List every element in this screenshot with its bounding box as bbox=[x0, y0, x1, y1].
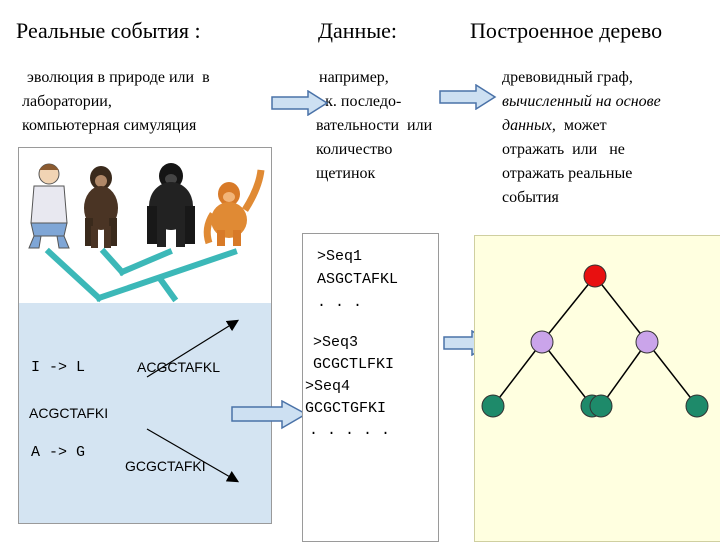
col1-line-3: компьютерная симуляция bbox=[22, 117, 197, 134]
species-illustration bbox=[28, 163, 265, 303]
inner-node-right bbox=[635, 330, 659, 354]
header-data: Данные: bbox=[318, 18, 397, 43]
col3-line-4: отражать или не bbox=[502, 141, 625, 158]
seq-line-4: >Seq3 bbox=[313, 334, 359, 351]
col3-line-1: древовидный граф, bbox=[502, 69, 633, 86]
phylogeny-branches bbox=[44, 247, 238, 303]
arrow-data-to-tree bbox=[439, 84, 497, 110]
col3-line-5: отражать реальные bbox=[502, 165, 633, 182]
seq-gcgctafki: GCGCTAFKI bbox=[125, 458, 206, 474]
col1-line-2: лаборатории, bbox=[22, 93, 112, 110]
col2-line-4: количество bbox=[316, 141, 393, 158]
seq-line-7: GCGCTGFKI bbox=[305, 400, 387, 417]
sequence-evolution-area bbox=[19, 303, 271, 523]
real-events-panel: I -> L ACGCTAFKL ACGCTAFKI A -> G GCGCTA… bbox=[18, 147, 272, 524]
binary-tree-diagram bbox=[481, 264, 709, 418]
human-figure-icon bbox=[28, 163, 70, 249]
chimpanzee-icon bbox=[84, 166, 118, 248]
col3-line-3-rest: , может bbox=[551, 117, 607, 134]
orangutan-icon bbox=[203, 169, 265, 246]
arrow-evolution-to-sequences bbox=[231, 400, 308, 430]
inner-node-left bbox=[530, 330, 554, 354]
header-real-events: Реальные события : bbox=[16, 18, 201, 43]
mutation-i-to-l: I -> L bbox=[31, 359, 86, 376]
seq-line-3: . . . bbox=[317, 294, 363, 311]
col2-line-1: например, bbox=[319, 69, 389, 86]
col2-line-5: щетинок bbox=[316, 165, 376, 182]
leaf-node-3 bbox=[589, 394, 613, 418]
mutation-arrows bbox=[146, 319, 240, 483]
seq-line-5: GCGCTLFKI bbox=[313, 356, 395, 373]
sequence-data-box: >Seq1 ASGCTAFKL . . . >Seq3 GCGCTLFKI >S… bbox=[302, 233, 439, 542]
col3-line-6: события bbox=[502, 189, 559, 206]
leaf-node-1 bbox=[481, 394, 505, 418]
col3-line-3: данных, может bbox=[502, 114, 607, 138]
seq-line-1: >Seq1 bbox=[317, 248, 363, 265]
col3-line-2: вычисленный на основе bbox=[502, 93, 661, 110]
col3-line-3-italic: данных bbox=[502, 117, 552, 134]
col1-line-1: эволюция в природе или в bbox=[27, 69, 210, 86]
seq-line-8: . . . . . bbox=[309, 422, 391, 439]
constructed-tree-box bbox=[474, 235, 720, 542]
gorilla-icon bbox=[147, 163, 195, 247]
arrow-events-to-data bbox=[271, 90, 329, 116]
seq-line-2: ASGCTAFKL bbox=[317, 271, 399, 288]
seq-acgctafki: ACGCTAFKI bbox=[29, 405, 109, 421]
header-built-tree: Построенное дерево bbox=[470, 18, 663, 43]
root-node bbox=[583, 264, 607, 288]
leaf-node-4 bbox=[685, 394, 709, 418]
col2-line-3: вательности или bbox=[316, 117, 433, 134]
mutation-a-to-g: A -> G bbox=[31, 444, 86, 461]
seq-acgctafkl: ACGCTAFKL bbox=[137, 359, 220, 375]
seq-line-6: >Seq4 bbox=[305, 378, 351, 395]
